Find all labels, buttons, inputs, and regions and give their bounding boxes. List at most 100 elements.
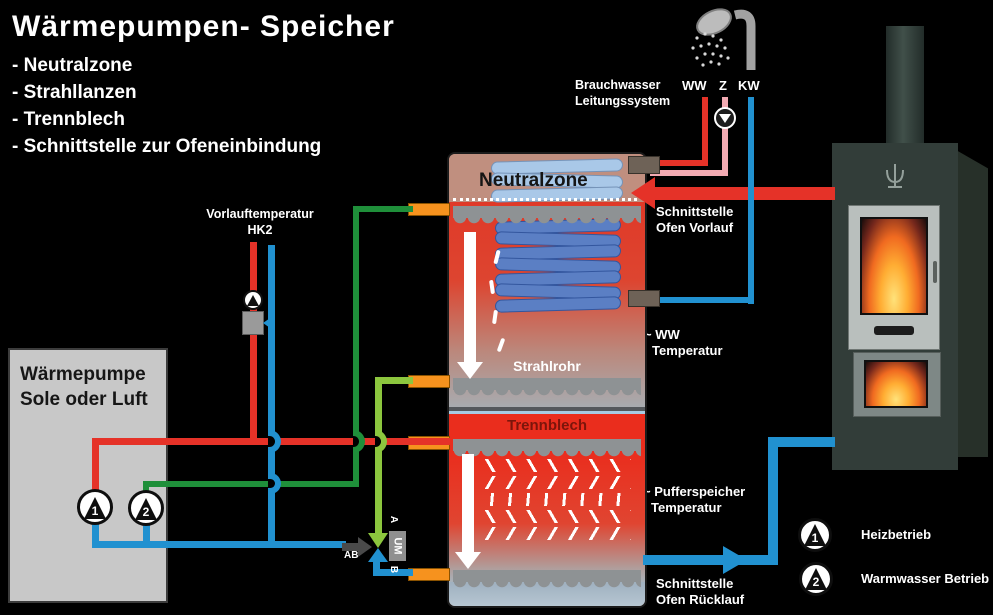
pipe-ww-flow-to-tank [353, 206, 413, 212]
um-valve-label: UM [391, 537, 404, 555]
ofen-ruecklauf-to-stove [768, 437, 835, 447]
tank-stub-bottom [408, 568, 450, 581]
ww-temperatur-label: ~ WW Temperatur [644, 327, 723, 358]
strahllanzen-jet-row [483, 493, 631, 506]
valve-port-ab-label: AB [344, 550, 359, 561]
valve-b-arrow [368, 548, 388, 562]
stove-logo-icon [886, 164, 904, 188]
stratification-arrow-upper [464, 232, 476, 362]
legend-pump-1-icon: 1 [798, 518, 832, 552]
ofen-vorlauf-arrow-head [631, 177, 655, 209]
pipe-kw-horizontal [656, 297, 754, 303]
title-bullet-list: - Neutralzone - Strahllanzen - Trennblec… [12, 52, 321, 160]
hk2-pump-icon [243, 290, 263, 310]
stove-side-panel [956, 150, 988, 457]
strahllanzen-jet-row [483, 476, 631, 489]
strahlrohr-label: Strahlrohr [513, 358, 581, 374]
pipe-hop [268, 430, 281, 453]
bullet-neutralzone: - Neutralzone [12, 55, 133, 76]
tank-stub-strahlrohr [408, 375, 450, 388]
pipe-strahlrohr-line [375, 382, 382, 533]
mixing-valve-blue-arrow [263, 316, 273, 330]
strahllanzen-jet-row [483, 459, 631, 472]
pump-triangle-up [84, 497, 106, 519]
neutralzone-label: Neutralzone [479, 170, 588, 191]
ofen-vorlauf-label: Schnittstelle Ofen Vorlauf [656, 204, 734, 235]
pump-triangle-up [805, 568, 827, 590]
stratification-arrow-head [455, 552, 481, 569]
valve-ab-shaft [342, 543, 359, 551]
stove-chimney [886, 26, 924, 146]
pipe-hp-flow-riser [92, 440, 99, 495]
tank-stub-neutralzone [408, 203, 450, 216]
pipe-z-horizontal [650, 170, 728, 176]
stratification-arrow-head [457, 362, 483, 379]
stratification-arrow-lower [462, 454, 474, 552]
shower-droplets [691, 32, 730, 67]
strahllanzen-jet-row [483, 510, 631, 523]
legend-heizbetrieb-label: Heizbetrieb [861, 527, 932, 542]
legend-1-number: 1 [811, 531, 819, 545]
pump-2-icon: 2 [128, 490, 164, 526]
pump-2-number: 2 [142, 505, 150, 519]
legend-2-number: 2 [812, 575, 820, 589]
hk2-mixing-valve [242, 311, 264, 335]
heat-pump-box: Wärmepumpe Sole oder Luft [8, 348, 168, 603]
valve-a-arrow [368, 533, 388, 548]
stove-door-frame [848, 205, 940, 350]
wood-stove [832, 143, 958, 470]
stove-fire-window [860, 217, 928, 315]
pipe-hk2-return [268, 245, 275, 547]
ofen-ruecklauf-label: Schnittstelle Ofen Rücklauf [656, 576, 745, 607]
pipe-hk2-flow [250, 242, 257, 442]
ofen-vorlauf-arrow-shaft [653, 187, 835, 200]
pump-triangle-up [247, 295, 259, 306]
pipe-valve-b-to-tank [373, 569, 413, 576]
strahllanzen-jet-row [483, 527, 631, 540]
pipe-hp-return-2 [143, 522, 150, 546]
circulation-pump-icon [714, 107, 736, 129]
storage-tank: Neutralzone Strahlrohr Trennblech [447, 152, 647, 608]
ww-label: WW [682, 78, 707, 93]
strahlrohr-plate-top [453, 206, 641, 224]
pipe-z-vertical [722, 97, 728, 176]
valve-port-a-label: A [388, 515, 400, 524]
stove-air-vent [874, 326, 914, 335]
tank-stub-kw-in [628, 290, 660, 307]
bottom-plate [453, 570, 641, 588]
pipe-hp-return-1 [92, 520, 99, 546]
tank-divider-waterline [449, 411, 645, 414]
strahlrohr-plate [453, 378, 641, 396]
valve-port-b-label: B [388, 565, 400, 574]
pipe-valve-b-vertical [373, 560, 380, 575]
pufferspeicher-temperatur-label: ~ Pufferspeicher Temperatur [643, 484, 746, 515]
pipe-return-horizontal [92, 541, 346, 548]
pump-triangle-up [804, 524, 826, 546]
legend-pump-2-icon: 2 [799, 562, 833, 596]
neutralzone-dotted-line [453, 198, 637, 201]
bullet-strahllanzen: - Strahllanzen [12, 82, 137, 103]
pipe-ww-flow-riser [353, 211, 359, 487]
pipe-hop [268, 473, 281, 494]
ofen-ruecklauf-arrow-head [723, 546, 747, 574]
page-title: Wärmepumpen- Speicher [12, 10, 395, 43]
tank-stub-ww-out [628, 156, 660, 174]
pipe-ww-horizontal [650, 160, 708, 166]
kw-label: KW [738, 78, 760, 93]
pump-triangle-up [135, 498, 157, 520]
legend-warmwasser-label: Warmwasser Betrieb [861, 571, 990, 586]
stove-door-handle[interactable] [933, 261, 937, 283]
tank-divider-plate [449, 407, 645, 411]
pipe-hop [353, 430, 365, 453]
ofen-ruecklauf-riser [768, 437, 778, 565]
pipe-hop [375, 430, 387, 453]
trennblech-plate [453, 439, 641, 457]
pipe-ww-flow-horizontal [143, 481, 359, 487]
pump-1-number: 1 [91, 504, 99, 518]
bullet-schnittstelle: - Schnittstelle zur Ofeneinbindung [12, 136, 322, 157]
heat-pump-label: Wärmepumpe Sole oder Luft [20, 364, 148, 410]
z-label: Z [719, 78, 727, 93]
ofen-ruecklauf-pipe [643, 555, 773, 565]
um-valve-tag: UM [389, 531, 406, 561]
